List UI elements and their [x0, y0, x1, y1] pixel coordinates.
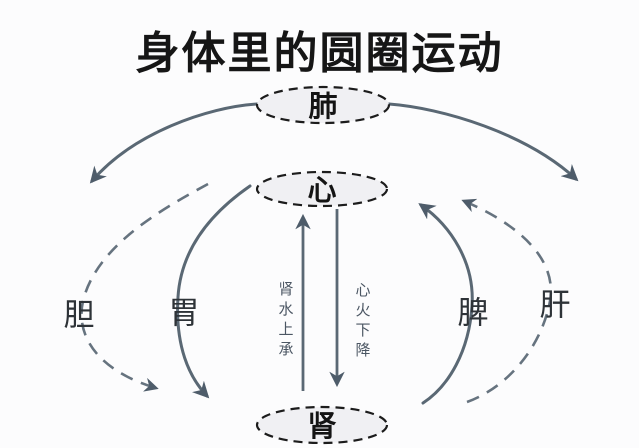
- liver-ascent-arrow: [461, 198, 553, 404]
- kidney-node-label: 肾: [307, 409, 337, 443]
- lung-left-descent-arrow: [89, 102, 259, 184]
- heart-node-label: 心: [307, 173, 337, 207]
- spleen-label: 脾: [457, 295, 489, 332]
- diagram-title: 身体里的圆圈运动: [135, 28, 504, 79]
- gallbladder-descent-arrow: [80, 182, 209, 392]
- lung-node-ellipse: [255, 85, 391, 125]
- stomach-label: 胃: [168, 295, 200, 332]
- liver-label: 肝: [539, 287, 571, 324]
- gallbladder-label: 胆: [63, 297, 95, 334]
- stomach-descent-arrow: [176, 184, 252, 399]
- spleen-ascent-arrow: [418, 203, 474, 405]
- heart-node-ellipse: [255, 170, 389, 208]
- kidney-water-ascends-label: 肾水上承: [276, 281, 295, 361]
- kidney-node-ellipse: [255, 405, 389, 445]
- heart-fire-descends-label: 心火下降: [353, 282, 372, 362]
- lung-right-descent-arrow: [387, 102, 579, 182]
- lung-node-label: 肺: [308, 89, 338, 123]
